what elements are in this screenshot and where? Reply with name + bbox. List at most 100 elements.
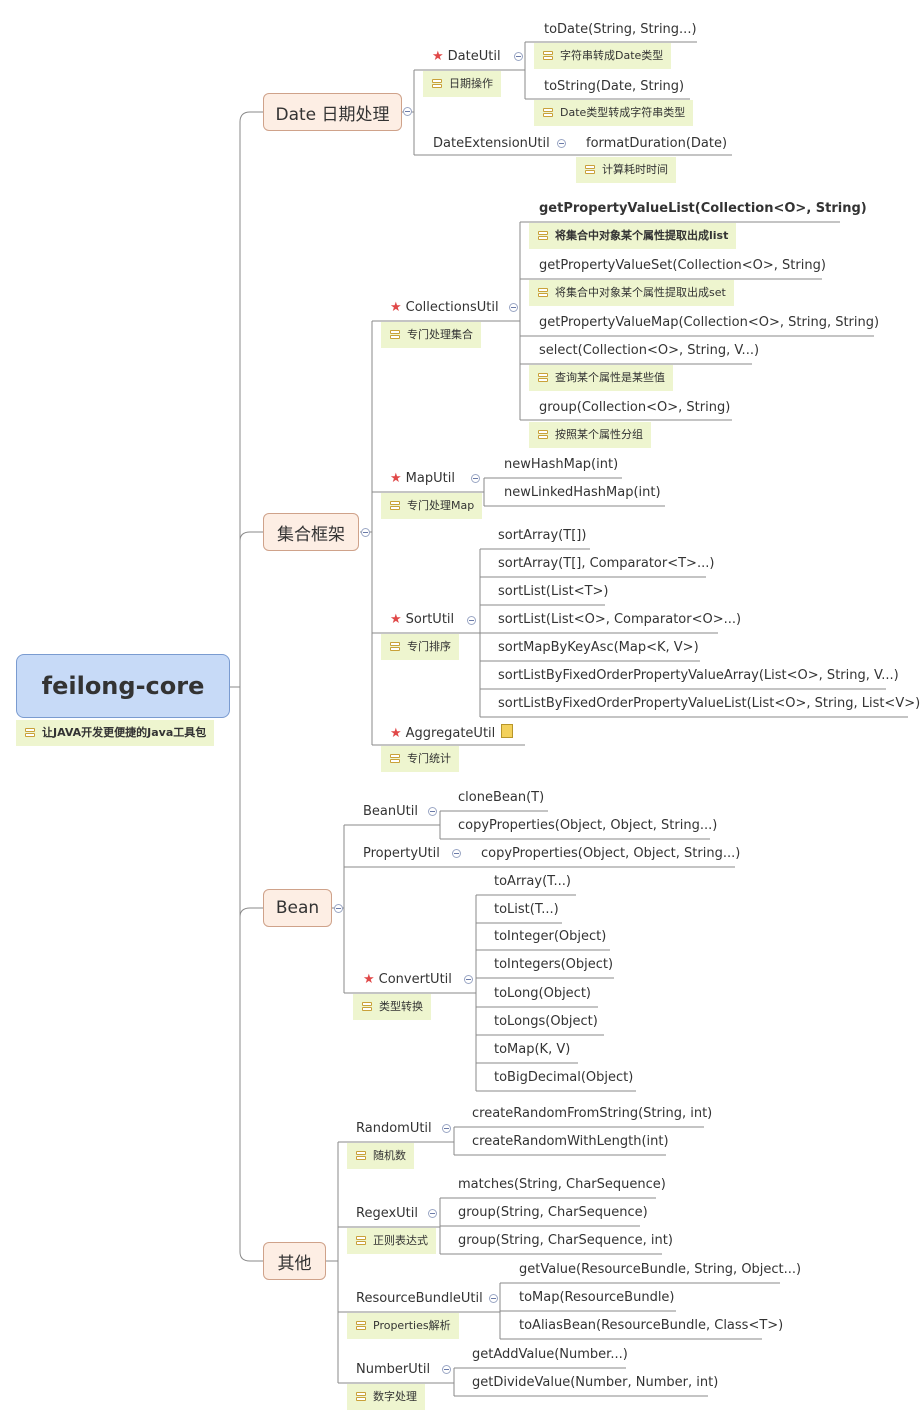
method-getaddvalue[interactable]: getAddValue(Number...)	[472, 1347, 628, 1362]
method-regex-group-int[interactable]: group(String, CharSequence, int)	[458, 1233, 673, 1248]
collapse-toggle[interactable]	[452, 849, 461, 858]
method-group[interactable]: group(Collection<O>, String)	[539, 400, 731, 415]
method-tointeger[interactable]: toInteger(Object)	[494, 929, 607, 944]
method-rb-tomap[interactable]: toMap(ResourceBundle)	[519, 1290, 675, 1305]
collapse-toggle[interactable]	[334, 904, 343, 913]
util-randomutil[interactable]: RandomUtil	[356, 1121, 432, 1136]
method-tolong[interactable]: toLong(Object)	[494, 986, 591, 1001]
method-newhashmap[interactable]: newHashMap(int)	[504, 457, 619, 472]
method-sortlistbyfixedorder-list[interactable]: sortListByFixedOrderPropertyValueList(Li…	[498, 696, 921, 711]
root-topic[interactable]: feilong-core	[16, 654, 230, 718]
method-toaliasbean[interactable]: toAliasBean(ResourceBundle, Class<T>)	[519, 1318, 784, 1333]
method-sortarray-comparator[interactable]: sortArray(T[], Comparator<T>...)	[498, 556, 715, 571]
note-aggregateutil: 专门统计	[381, 746, 459, 772]
root-note: 让JAVA开发更便捷的Java工具包	[16, 720, 215, 746]
method-matches[interactable]: matches(String, CharSequence)	[458, 1177, 666, 1192]
method-getpropertyvaluelist[interactable]: getPropertyValueList(Collection<O>, Stri…	[539, 201, 867, 216]
method-sortlist-comparator[interactable]: sortList(List<O>, Comparator<O>...)	[498, 612, 742, 627]
method-tomap[interactable]: toMap(K, V)	[494, 1042, 571, 1057]
method-sortarray[interactable]: sortArray(T[])	[498, 528, 587, 543]
util-numberutil[interactable]: NumberUtil	[356, 1362, 431, 1377]
method-sortmapbykeyasc[interactable]: sortMapByKeyAsc(Map<K, V>)	[498, 640, 699, 655]
method-tointegers[interactable]: toIntegers(Object)	[494, 957, 614, 972]
method-createrandomfromstring[interactable]: createRandomFromString(String, int)	[472, 1106, 713, 1121]
collapse-toggle[interactable]	[489, 1294, 498, 1303]
star-icon: ★	[390, 612, 402, 627]
method-toarray[interactable]: toArray(T...)	[494, 874, 572, 889]
method-sortlistbyfixedorder-array[interactable]: sortListByFixedOrderPropertyValueArray(L…	[498, 668, 899, 683]
method-select[interactable]: select(Collection<O>, String, V...)	[539, 343, 760, 358]
collapse-toggle[interactable]	[442, 1365, 451, 1374]
util-dateutil[interactable]: ★DateUtil	[432, 49, 501, 64]
method-newlinkedhashmap[interactable]: newLinkedHashMap(int)	[504, 485, 661, 500]
method-createrandomwithlength[interactable]: createRandomWithLength(int)	[472, 1134, 669, 1149]
method-tobigdecimal[interactable]: toBigDecimal(Object)	[494, 1070, 634, 1085]
star-icon: ★	[390, 726, 402, 741]
method-getpropertyvaluemap[interactable]: getPropertyValueMap(Collection<O>, Strin…	[539, 315, 880, 330]
util-beanutil[interactable]: BeanUtil	[363, 804, 418, 819]
note-resourcebundleutil: Properties解析	[347, 1313, 459, 1339]
notes-icon[interactable]	[501, 724, 514, 738]
method-propertyutil-copyproperties[interactable]: copyProperties(Object, Object, String...…	[481, 846, 741, 861]
util-dateextension[interactable]: DateExtensionUtil	[433, 136, 550, 151]
note-icon	[538, 430, 548, 439]
star-icon: ★	[390, 300, 402, 315]
note-icon	[362, 1002, 372, 1011]
root-title: feilong-core	[41, 672, 205, 700]
collapse-toggle[interactable]	[428, 1209, 437, 1218]
method-getpropertyvalueset[interactable]: getPropertyValueSet(Collection<O>, Strin…	[539, 258, 826, 273]
collapse-toggle[interactable]	[428, 807, 437, 816]
note-icon	[538, 288, 548, 297]
topic-other[interactable]: 其他	[263, 1242, 326, 1280]
note-icon	[390, 642, 400, 651]
note-numberutil: 数字处理	[347, 1384, 425, 1410]
method-todate[interactable]: toDate(String, String...)	[544, 22, 697, 37]
util-resourcebundleutil[interactable]: ResourceBundleUtil	[356, 1291, 483, 1306]
method-clonebean[interactable]: cloneBean(T)	[458, 790, 545, 805]
collapse-toggle[interactable]	[467, 616, 476, 625]
method-formatduration[interactable]: formatDuration(Date)	[586, 136, 728, 151]
note-maputil: 专门处理Map	[381, 493, 483, 519]
method-copyproperties[interactable]: copyProperties(Object, Object, String...…	[458, 818, 718, 833]
topic-bean[interactable]: Bean	[263, 889, 332, 927]
note-getpropertyvaluelist: 将集合中对象某个属性提取出成list	[529, 223, 737, 249]
note-icon	[585, 165, 595, 174]
method-getdividevalue[interactable]: getDivideValue(Number, Number, int)	[472, 1375, 719, 1390]
util-aggregateutil[interactable]: ★AggregateUtil	[390, 724, 514, 742]
topic-date[interactable]: Date 日期处理	[263, 93, 402, 131]
note-icon	[356, 1321, 366, 1330]
method-tolist[interactable]: toList(T...)	[494, 902, 559, 917]
util-propertyutil[interactable]: PropertyUtil	[363, 846, 440, 861]
method-tostring[interactable]: toString(Date, String)	[544, 79, 685, 94]
note-icon	[390, 330, 400, 339]
collapse-toggle[interactable]	[509, 303, 518, 312]
collapse-toggle[interactable]	[442, 1124, 451, 1133]
collapse-toggle[interactable]	[557, 139, 566, 148]
util-maputil[interactable]: ★MapUtil	[390, 471, 455, 486]
collapse-toggle[interactable]	[514, 52, 523, 61]
method-sortlist[interactable]: sortList(List<T>)	[498, 584, 609, 599]
util-sortutil[interactable]: ★SortUtil	[390, 612, 455, 627]
star-icon: ★	[432, 49, 444, 64]
note-icon	[543, 51, 553, 60]
method-getvalue[interactable]: getValue(ResourceBundle, String, Object.…	[519, 1262, 802, 1277]
collapse-toggle[interactable]	[403, 107, 412, 116]
note-getpropertyvalueset: 将集合中对象某个属性提取出成set	[529, 280, 734, 306]
note-formatduration: 计算耗时时间	[576, 157, 676, 183]
note-convertutil: 类型转换	[353, 994, 431, 1020]
util-convertutil[interactable]: ★ConvertUtil	[363, 972, 452, 987]
collapse-toggle[interactable]	[471, 474, 480, 483]
collapse-toggle[interactable]	[464, 975, 473, 984]
method-regex-group[interactable]: group(String, CharSequence)	[458, 1205, 648, 1220]
method-tolongs[interactable]: toLongs(Object)	[494, 1014, 598, 1029]
topic-collection[interactable]: 集合框架	[263, 513, 359, 551]
note-dateutil: 日期操作	[423, 71, 501, 97]
note-icon	[432, 79, 442, 88]
note-randomutil: 随机数	[347, 1143, 414, 1169]
util-regexutil[interactable]: RegexUtil	[356, 1206, 418, 1221]
util-collectionsutil[interactable]: ★CollectionsUtil	[390, 300, 499, 315]
note-regexutil: 正则表达式	[347, 1228, 436, 1254]
collapse-toggle[interactable]	[361, 528, 370, 537]
